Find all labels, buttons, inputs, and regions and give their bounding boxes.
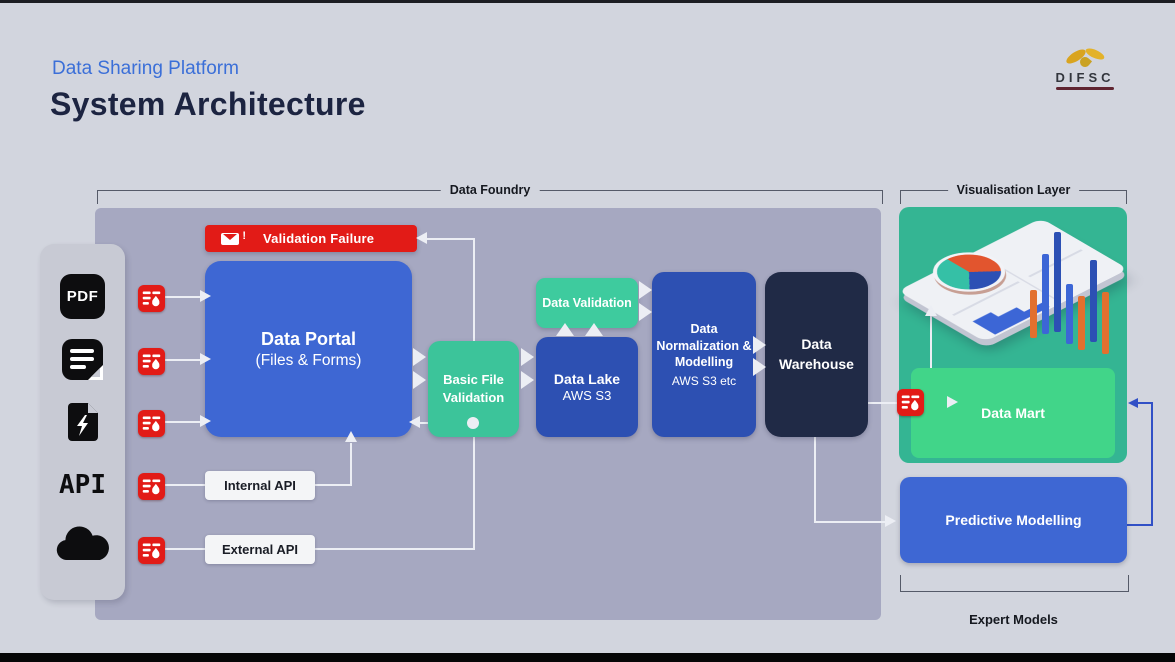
slide-subtitle: Data Sharing Platform bbox=[52, 58, 239, 79]
data-portal-node: Data Portal (Files & Forms) bbox=[205, 261, 412, 437]
data-validation-node: Data Validation bbox=[536, 278, 638, 328]
api-icon: API bbox=[59, 469, 106, 500]
data-foundry-bracket: Data Foundry bbox=[97, 182, 883, 204]
flow-arrow-norm-warehouse bbox=[753, 358, 766, 376]
flow-arrow-validation-norm bbox=[639, 281, 652, 299]
flow-arrow-validation-norm bbox=[639, 303, 652, 321]
validation-failure-banner: Validation Failure bbox=[205, 225, 417, 252]
connector-pdf-to-portal bbox=[165, 296, 201, 298]
connector-junction-dot bbox=[467, 417, 479, 429]
flow-arrow-bfv-lake bbox=[521, 371, 534, 389]
connector-cloud-to-external bbox=[165, 548, 205, 550]
document-icon bbox=[60, 337, 105, 382]
data-warehouse-node: Data Warehouse bbox=[765, 272, 868, 437]
logo-tagline-bar bbox=[1056, 87, 1114, 90]
data-portal-subtitle: (Files & Forms) bbox=[255, 351, 362, 369]
expert-models-label: Expert Models bbox=[969, 612, 1058, 627]
arrowhead bbox=[200, 353, 211, 365]
arrowhead bbox=[200, 290, 211, 302]
data-portal-title: Data Portal bbox=[260, 328, 357, 349]
zip-file-icon bbox=[60, 399, 105, 444]
data-foundry-label: Data Foundry bbox=[440, 182, 540, 197]
data-quality-icon bbox=[138, 473, 165, 500]
connector-api-to-internal bbox=[165, 484, 205, 486]
data-normalization-node: Data Normalization & Modelling AWS S3 et… bbox=[652, 272, 756, 437]
arrowhead bbox=[345, 431, 357, 442]
connector-doc-to-portal bbox=[165, 359, 201, 361]
data-lake-subtitle: AWS S3 bbox=[562, 388, 612, 403]
data-normalization-title: Data Normalization & Modelling bbox=[656, 321, 752, 370]
data-quality-icon bbox=[138, 348, 165, 375]
connector-warehouse-to-predictive bbox=[814, 521, 888, 523]
flow-arrow-bfv-lake bbox=[521, 348, 534, 366]
bottom-edge-bar bbox=[0, 653, 1175, 662]
connector-bfv-to-failure-v bbox=[473, 239, 475, 341]
visualisation-layer-bracket: Visualisation Layer bbox=[900, 182, 1127, 204]
data-quality-icon bbox=[138, 410, 165, 437]
difsc-logo: DIFSC bbox=[1042, 46, 1128, 106]
flow-arrow-portal-bfv bbox=[413, 371, 426, 389]
expert-models-bracket bbox=[900, 575, 1129, 592]
connector-predictive-to-mart-h bbox=[1137, 402, 1153, 404]
top-edge-bar bbox=[0, 0, 1175, 3]
data-lake-title: Data Lake bbox=[553, 371, 621, 387]
arrowhead bbox=[947, 396, 958, 408]
visualisation-layer-label: Visualisation Layer bbox=[947, 182, 1080, 197]
pdf-file-icon: PDF bbox=[60, 274, 105, 319]
internal-api-node: Internal API bbox=[205, 471, 315, 500]
data-quality-icon bbox=[138, 537, 165, 564]
arrowhead bbox=[409, 416, 420, 428]
data-lake-node: Data Lake AWS S3 bbox=[536, 337, 638, 437]
connector-warehouse-to-mart bbox=[868, 402, 899, 404]
connector-internal-api-v bbox=[350, 443, 352, 486]
arrowhead-blue bbox=[1128, 398, 1138, 408]
predictive-modelling-node: Predictive Modelling bbox=[900, 477, 1127, 563]
flow-arrow-norm-warehouse bbox=[753, 336, 766, 354]
arrowhead bbox=[885, 515, 896, 527]
data-quality-icon bbox=[138, 285, 165, 312]
bar-chart-graphic bbox=[1030, 222, 1109, 354]
external-api-node: External API bbox=[205, 535, 315, 564]
cloud-icon bbox=[54, 520, 111, 565]
validation-failure-label: Validation Failure bbox=[263, 231, 375, 246]
connector-external-api-v bbox=[473, 424, 475, 550]
flow-arrow-portal-bfv bbox=[413, 348, 426, 366]
connector-zip-to-portal bbox=[165, 421, 201, 423]
connector-external-api-h bbox=[315, 548, 475, 550]
connector-predictive-out bbox=[1127, 524, 1153, 526]
arrowhead bbox=[200, 415, 211, 427]
logo-text: DIFSC bbox=[1055, 70, 1115, 85]
logo-leaf-icon bbox=[1061, 46, 1109, 70]
mail-alert-icon bbox=[221, 230, 246, 245]
data-quality-icon bbox=[897, 389, 924, 416]
arrowhead bbox=[925, 305, 937, 316]
connector-bfv-to-failure-h bbox=[427, 238, 475, 240]
connector-internal-api-h bbox=[315, 484, 352, 486]
connector-predictive-to-mart-v bbox=[1151, 402, 1153, 526]
flow-arrow-lake-validation bbox=[585, 323, 603, 336]
connector-warehouse-down bbox=[814, 437, 816, 523]
connector-mart-to-dashboard bbox=[930, 316, 932, 368]
flow-arrow-lake-validation bbox=[556, 323, 574, 336]
page-title: System Architecture bbox=[50, 86, 366, 122]
data-normalization-subtitle: AWS S3 etc bbox=[671, 374, 737, 389]
arrowhead bbox=[416, 232, 427, 244]
data-mart-node: Data Mart bbox=[911, 368, 1115, 458]
